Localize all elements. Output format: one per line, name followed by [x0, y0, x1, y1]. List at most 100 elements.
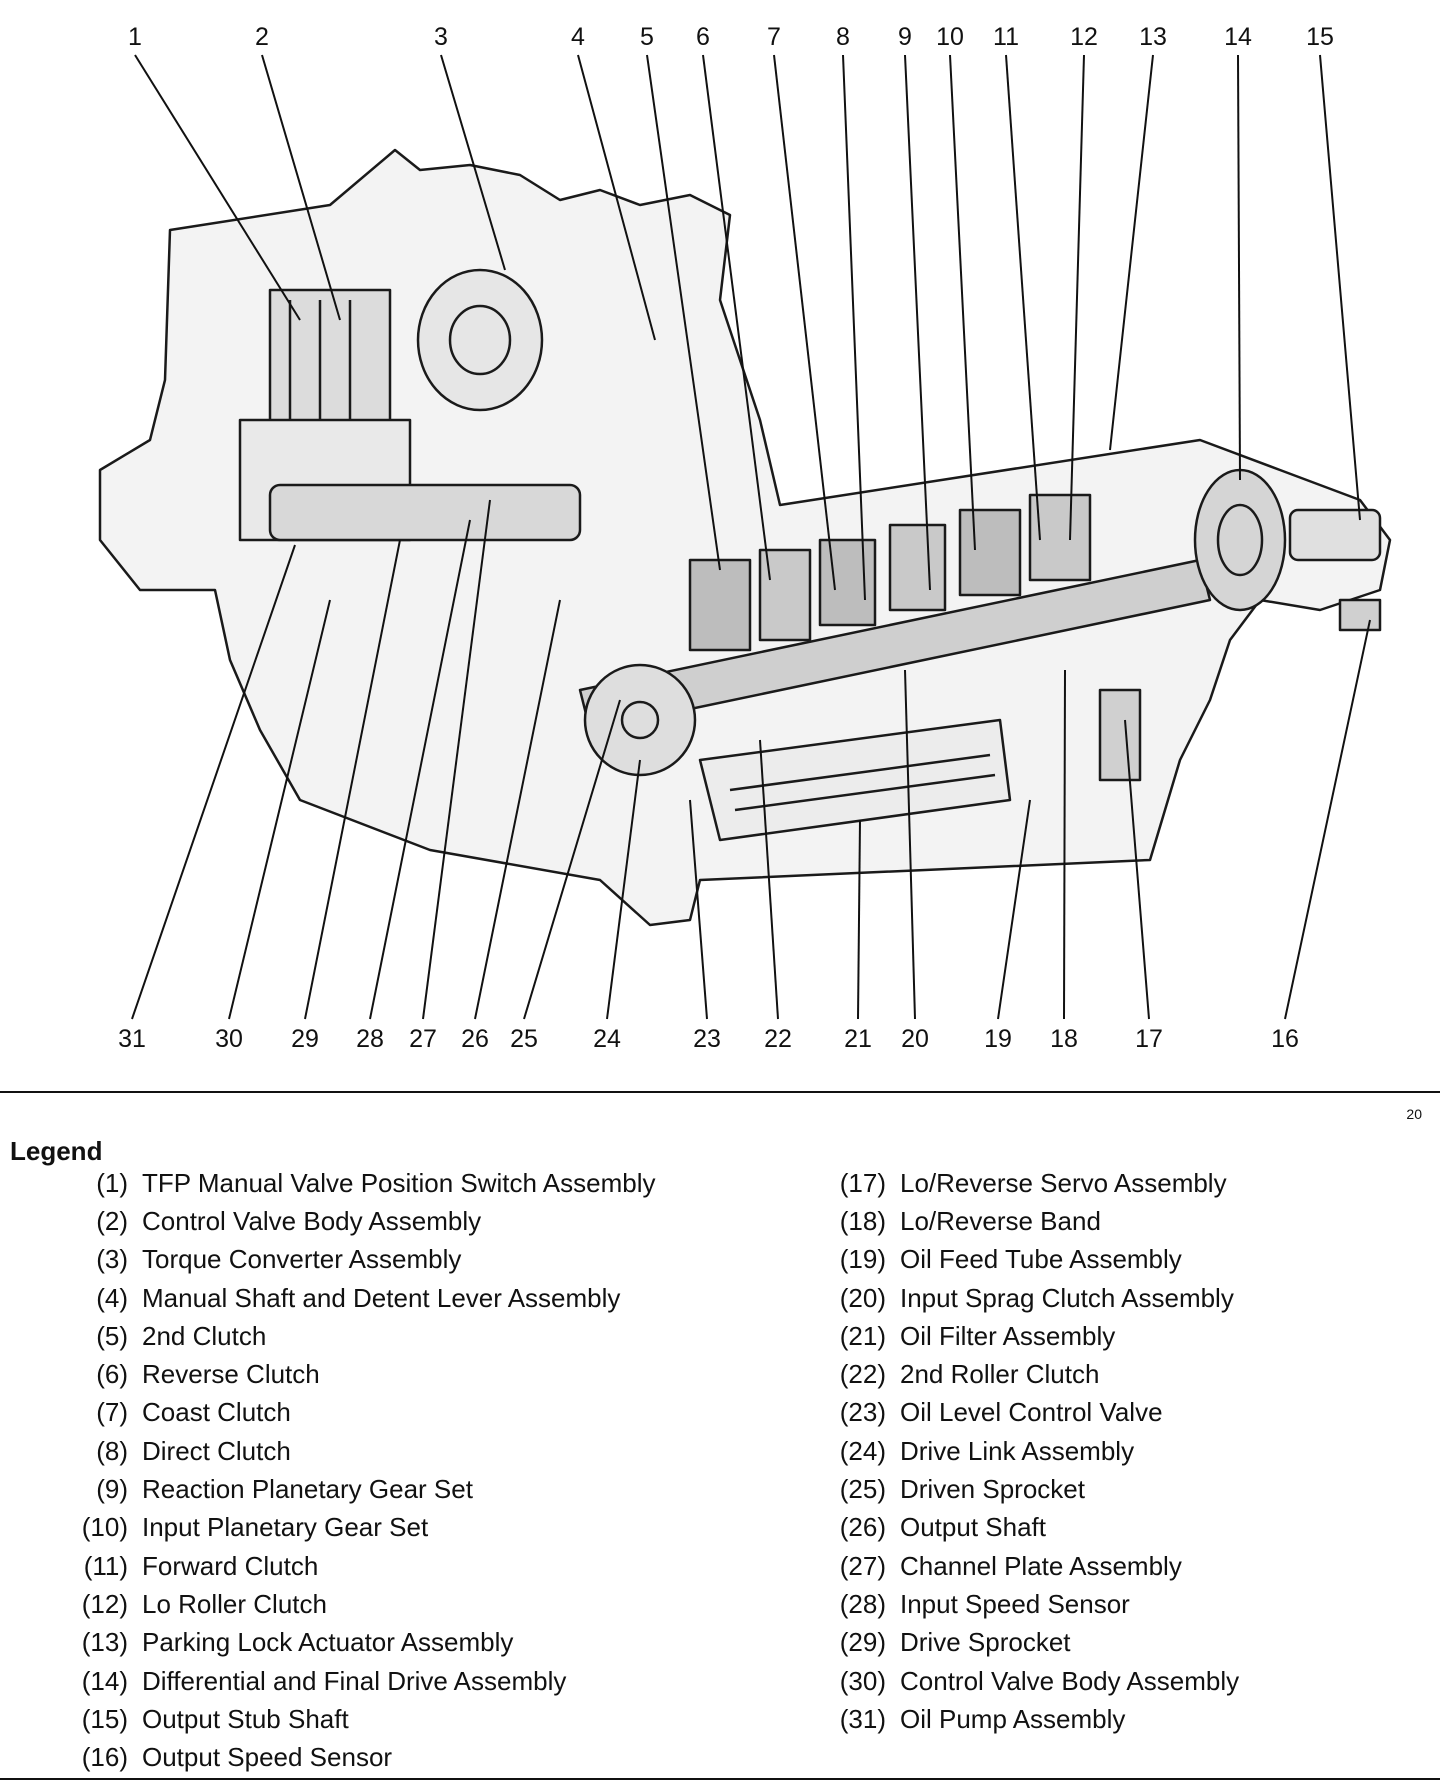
legend-item-number: (18)	[839, 1205, 886, 1236]
callout-number-29: 29	[291, 1025, 319, 1053]
callout-number-7: 7	[767, 23, 781, 51]
legend-item-number: (13)	[81, 1627, 128, 1658]
legend-item-number: (22)	[839, 1359, 886, 1390]
leader-line	[842, 54, 866, 601]
legend-item-number: (3)	[96, 1244, 128, 1275]
legend-item-number: (27)	[839, 1550, 886, 1581]
leader-line	[369, 519, 471, 1020]
legend-item-label: Control Valve Body Assembly	[900, 1665, 1240, 1696]
legend-item-number: (31)	[839, 1703, 886, 1734]
legend-item-label: Torque Converter Assembly	[142, 1244, 462, 1275]
leader-line	[523, 699, 621, 1020]
leader-line	[577, 54, 656, 341]
legend-item-label: Driven Sprocket	[900, 1474, 1085, 1505]
legend-item: (31) Oil Pump Assembly	[814, 1700, 1239, 1738]
legend-item: (3) Torque Converter Assembly	[56, 1241, 655, 1279]
legend-left-column: (1) TFP Manual Valve Position Switch Asse…	[56, 1164, 656, 1777]
figure-number: 20	[1406, 1106, 1422, 1122]
legend-item-label: Oil Filter Assembly	[900, 1320, 1116, 1351]
legend-item: (30)Control Valve Body Assembly	[814, 1662, 1239, 1700]
legend-item-label: Channel Plate Assembly	[900, 1550, 1182, 1581]
legend-item-label: Output Stub Shaft	[142, 1703, 349, 1734]
leader-line	[857, 819, 861, 1020]
legend-title: Legend	[10, 1136, 103, 1166]
callout-number-25: 25	[510, 1025, 538, 1053]
legend-item-label: Forward Clutch	[142, 1550, 319, 1581]
leader-line	[949, 54, 976, 551]
legend-item-label: Control Valve Body Assembly	[142, 1205, 482, 1236]
legend-item-label: Lo/Reverse Band	[900, 1205, 1101, 1236]
legend-item: (1) TFP Manual Valve Position Switch Asse…	[56, 1164, 655, 1202]
legend-item-number: (10)	[81, 1512, 128, 1543]
legend-item-label: Oil Feed Tube Assembly	[900, 1244, 1182, 1275]
leader-line	[904, 54, 931, 591]
leader-line	[773, 54, 836, 591]
leader-line	[646, 54, 721, 571]
callout-number-28: 28	[356, 1025, 384, 1053]
leader-line	[304, 539, 401, 1020]
legend-item: (26) Output Shaft	[814, 1509, 1239, 1547]
callout-number-22: 22	[764, 1025, 792, 1053]
leader-line	[759, 739, 779, 1020]
legend-item-number: (25)	[839, 1474, 886, 1505]
callout-number-10: 10	[936, 23, 964, 51]
callout-number-16: 16	[1271, 1025, 1299, 1053]
leader-line	[261, 54, 341, 321]
legend-item-label: Input Speed Sensor	[900, 1588, 1130, 1619]
legend-item-label: TFP Manual Valve Position Switch Assembl…	[142, 1167, 656, 1198]
callout-number-21: 21	[844, 1025, 872, 1053]
leader-line	[1124, 719, 1150, 1020]
legend-item: (27) Channel Plate Assembly	[814, 1547, 1239, 1585]
legend-right-column: (17)Lo/Reverse Servo Assembly(18)Lo/Reve…	[814, 1164, 1239, 1738]
figure-divider	[0, 1091, 1440, 1093]
legend-item-label: Input Planetary Gear Set	[142, 1512, 429, 1543]
legend-item-label: Oil Pump Assembly	[900, 1703, 1126, 1734]
legend-item-number: (5)	[96, 1320, 128, 1351]
legend-item-number: (7)	[96, 1397, 128, 1428]
legend-item: (12) Lo Roller Clutch	[56, 1585, 655, 1623]
callout-number-30: 30	[215, 1025, 243, 1053]
leader-line	[474, 599, 561, 1020]
callout-number-24: 24	[593, 1025, 621, 1053]
legend-item-number: (4)	[96, 1282, 128, 1313]
callout-number-3: 3	[434, 23, 448, 51]
legend-item-label: Drive Sprocket	[900, 1627, 1071, 1658]
legend-item-number: (1)	[96, 1167, 128, 1198]
legend-item-number: (28)	[839, 1588, 886, 1619]
legend-item: (8) Direct Clutch	[56, 1432, 655, 1470]
legend-item-number: (9)	[96, 1474, 128, 1505]
legend-item-number: (11)	[83, 1550, 128, 1581]
legend-item-number: (26)	[839, 1512, 886, 1543]
leader-line	[689, 799, 708, 1020]
legend-item-label: Lo Roller Clutch	[142, 1588, 327, 1619]
legend-item: (18) Lo/Reverse Band	[814, 1202, 1239, 1240]
legend-item-label: Output Shaft	[900, 1512, 1046, 1543]
legend-item: (25) Driven Sprocket	[814, 1470, 1239, 1508]
legend-item-label: Direct Clutch	[142, 1435, 291, 1466]
legend-item-label: 2nd Roller Clutch	[900, 1359, 1100, 1390]
legend-item: (6)Reverse Clutch	[56, 1355, 655, 1393]
legend-item-number: (12)	[81, 1588, 128, 1619]
legend-item: (24)Drive Link Assembly	[814, 1432, 1239, 1470]
leader-line	[134, 54, 301, 321]
legend-item-label: Parking Lock Actuator Assembly	[142, 1627, 514, 1658]
legend-item-label: Reverse Clutch	[142, 1359, 320, 1390]
legend-item: (2)Control Valve Body Assembly	[56, 1202, 655, 1240]
legend-item-label: Manual Shaft and Detent Lever Assembly	[142, 1282, 621, 1313]
leader-line	[131, 544, 296, 1020]
leader-line	[1237, 54, 1241, 481]
leader-line	[702, 54, 771, 581]
legend-item-number: (23)	[839, 1397, 886, 1428]
leader-line	[440, 54, 506, 271]
legend-item: (16)Output Speed Sensor	[56, 1738, 655, 1776]
legend-item: (11) Forward Clutch	[56, 1547, 655, 1585]
legend-item: (15)Output Stub Shaft	[56, 1700, 655, 1738]
legend-item: (5)2nd Clutch	[56, 1317, 655, 1355]
callout-number-11: 11	[993, 23, 1019, 51]
legend-item-number: (8)	[96, 1435, 128, 1466]
bottom-divider	[0, 1778, 1440, 1780]
legend-item: (20)Input Sprag Clutch Assembly	[814, 1279, 1239, 1317]
callout-number-6: 6	[696, 23, 710, 51]
